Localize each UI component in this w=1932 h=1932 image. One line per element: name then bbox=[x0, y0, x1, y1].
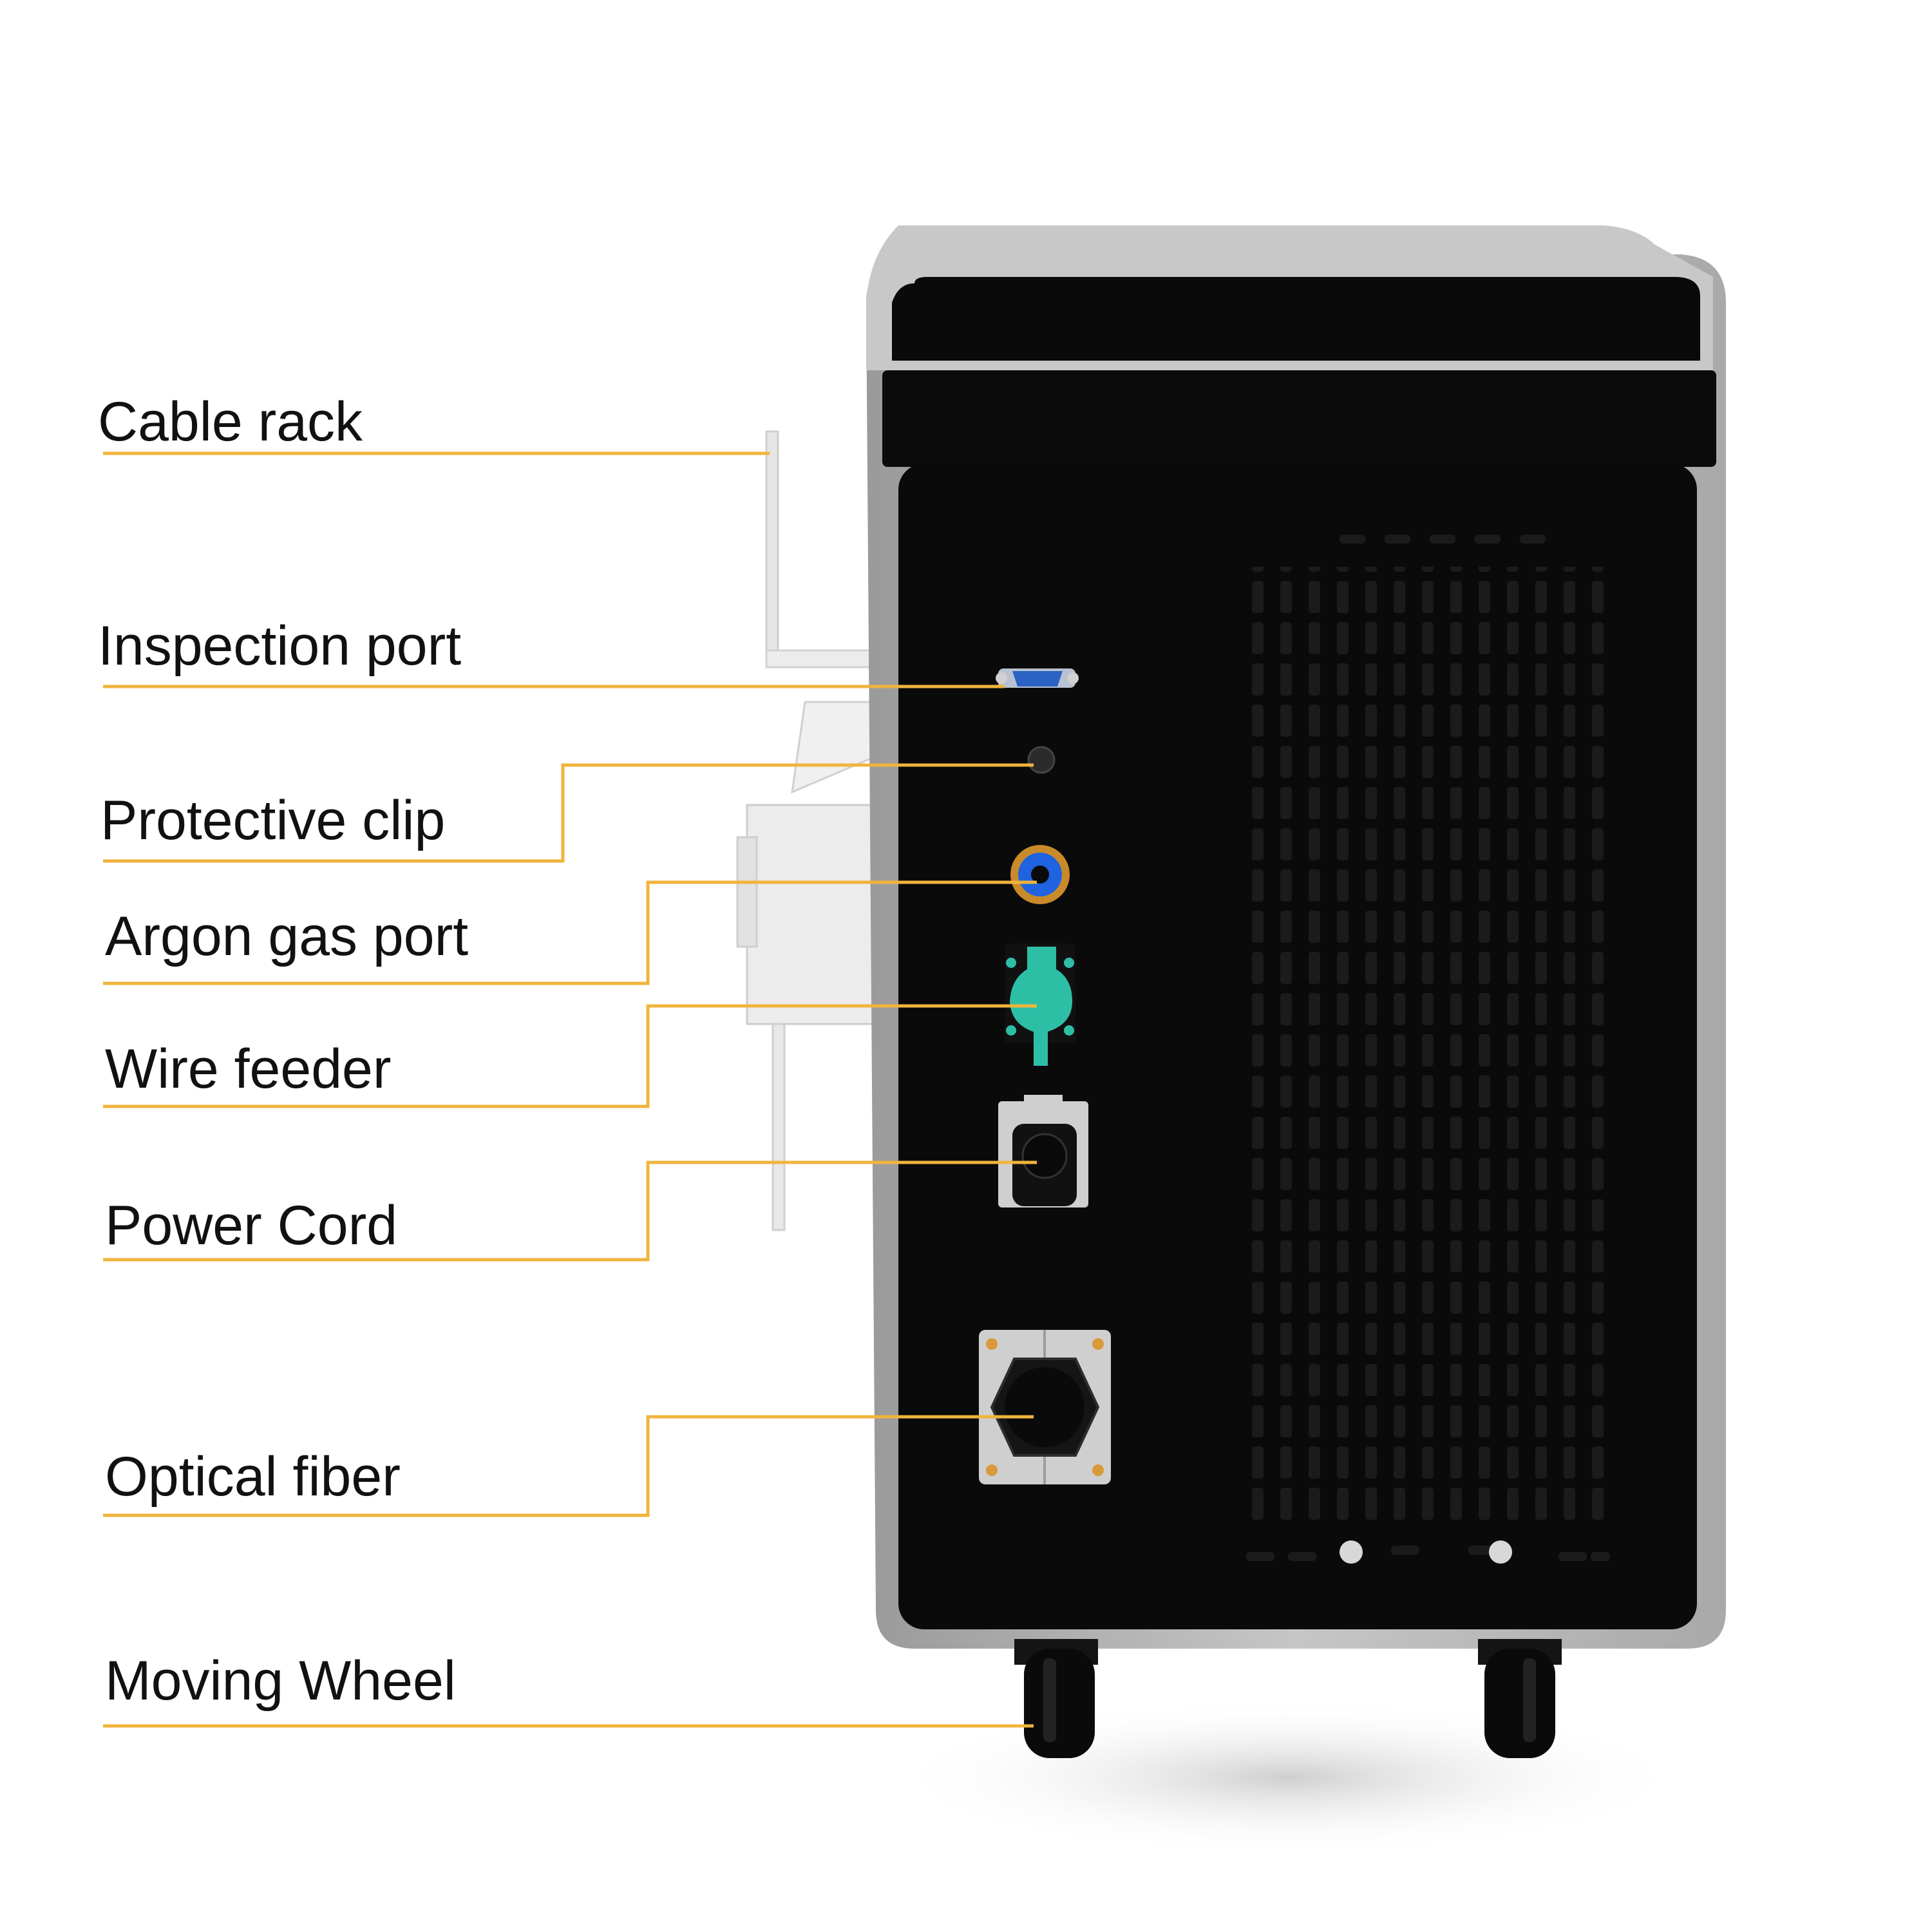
leader-lines bbox=[103, 451, 1037, 1728]
moving-wheel-right bbox=[1478, 1639, 1562, 1758]
label-argon-gas-port: Argon gas port bbox=[105, 905, 469, 967]
leader-optical-fiber bbox=[103, 1415, 1034, 1517]
label-protective-clip: Protective clip bbox=[100, 790, 446, 851]
leader-power-cord bbox=[103, 1160, 1037, 1262]
argon-gas-port bbox=[1010, 845, 1070, 904]
label-moving-wheel: Moving Wheel bbox=[105, 1650, 456, 1712]
protective-clip bbox=[1027, 746, 1056, 774]
vent-grille bbox=[1240, 567, 1613, 1520]
leader-protective-clip bbox=[103, 763, 1034, 863]
vent-bottom-slots bbox=[1246, 1546, 1610, 1561]
label-inspection-port: Inspection port bbox=[98, 615, 462, 677]
moving-wheel-left bbox=[1014, 1639, 1098, 1758]
top-band bbox=[882, 370, 1716, 467]
wire-feeder-connector bbox=[1005, 943, 1075, 1066]
cable-rack bbox=[736, 430, 884, 1231]
optical-fiber-port bbox=[979, 1330, 1111, 1484]
screw-left bbox=[1340, 1540, 1363, 1564]
leader-argon-gas-port bbox=[103, 880, 1037, 985]
vent-top-slots bbox=[1340, 535, 1546, 544]
inspection-port bbox=[996, 668, 1079, 688]
floor-shadow bbox=[889, 1700, 1687, 1855]
label-power-cord: Power Cord bbox=[105, 1195, 398, 1256]
label-cable-rack: Cable rack bbox=[98, 391, 363, 453]
power-cord-socket bbox=[998, 1095, 1088, 1208]
label-wire-feeder: Wire feeder bbox=[105, 1038, 392, 1100]
label-optical-fiber: Optical fiber bbox=[105, 1446, 401, 1508]
screw-right bbox=[1489, 1540, 1512, 1564]
leader-wire-feeder bbox=[103, 1004, 1037, 1108]
lid-panel bbox=[892, 277, 1700, 361]
